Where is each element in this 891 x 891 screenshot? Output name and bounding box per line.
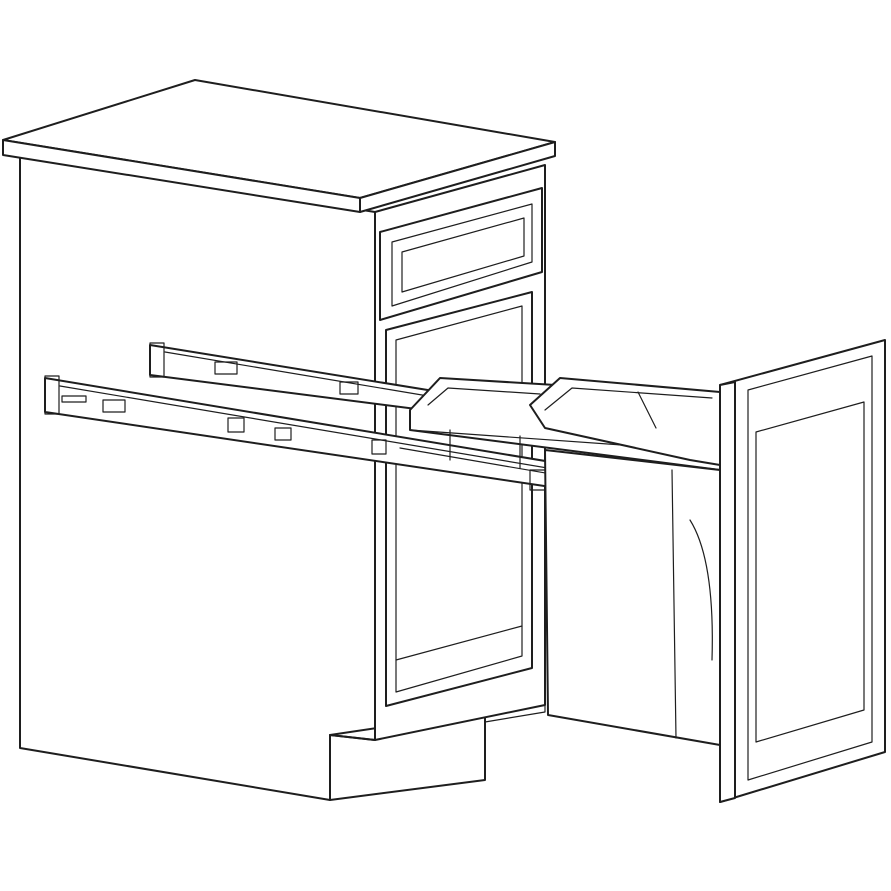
countertop — [2, 79, 556, 213]
drawer-front — [379, 187, 543, 321]
pullout-door-panel — [719, 339, 886, 803]
door-opening — [385, 291, 533, 707]
waste-bin — [529, 377, 721, 746]
upper-drawer-slide — [149, 342, 441, 413]
